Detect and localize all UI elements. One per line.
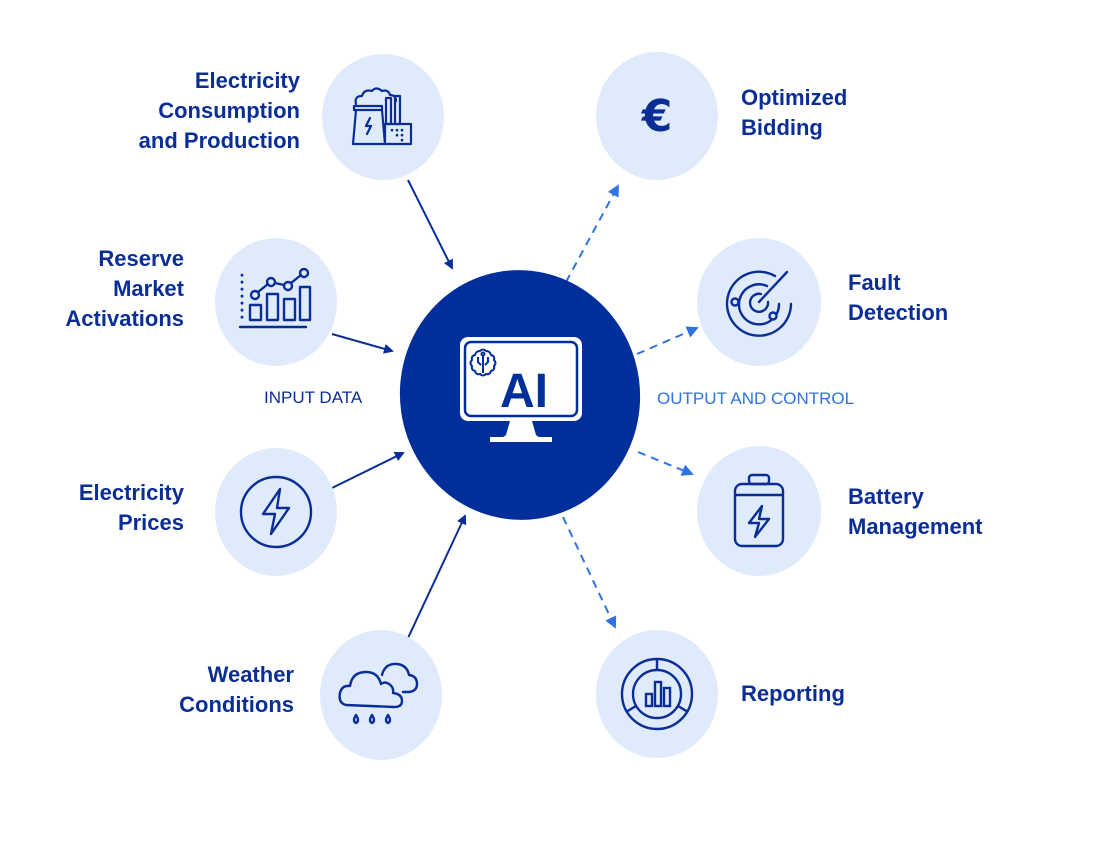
arrow-ai-to-bidding	[565, 184, 619, 283]
ai-monitor-brain-icon: AI	[460, 337, 582, 442]
output-control-section-label: OUTPUT AND CONTROL	[657, 389, 855, 408]
output-node-battery	[697, 446, 821, 576]
battery-charge-icon	[733, 473, 785, 548]
arrow-prices-to-ai	[331, 452, 405, 489]
input-node-consumption	[322, 54, 444, 180]
donut-report-icon	[620, 657, 694, 731]
arrow-consumption-to-ai	[407, 179, 453, 270]
arrow-ai-to-reporting	[562, 516, 617, 629]
radar-icon	[725, 270, 793, 337]
arrow-ai-to-battery	[637, 451, 694, 476]
input-node-prices	[215, 448, 337, 576]
euro-icon: €	[641, 91, 673, 141]
svg-text:€: €	[641, 91, 673, 141]
lightning-circle-icon	[239, 475, 313, 549]
output-node-bidding: €	[596, 52, 718, 180]
output-label-reporting: Reporting	[741, 681, 845, 706]
input-node-weather	[320, 630, 442, 760]
arrow-ai-to-fault	[636, 326, 699, 355]
svg-text:AI: AI	[500, 365, 548, 418]
arrow-reserve-to-ai	[331, 333, 394, 354]
output-node-reporting	[596, 630, 718, 758]
input-node-reserve	[215, 238, 337, 366]
arrow-weather-to-ai	[407, 514, 467, 639]
output-node-fault	[697, 238, 821, 366]
power-plant-icon	[351, 87, 413, 146]
input-data-section-label: INPUT DATA	[264, 388, 363, 407]
bar-chart-trend-icon	[238, 267, 312, 329]
rain-cloud-icon	[338, 662, 419, 725]
